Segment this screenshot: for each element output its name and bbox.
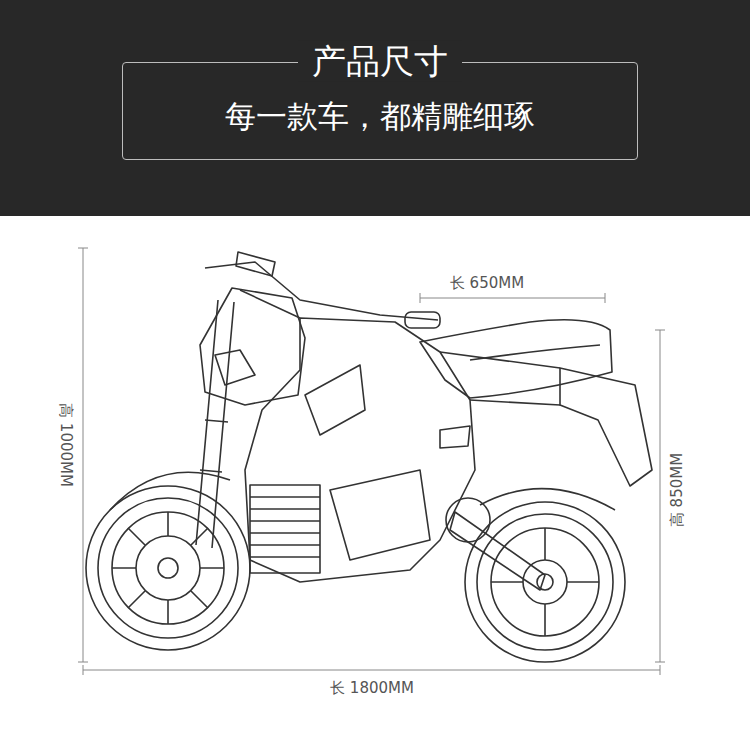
motorcycle-drawing (86, 252, 652, 662)
slogan-text: 每一款车，都精雕细琢 (123, 98, 637, 135)
dimension-label: 高 1000MM (57, 401, 75, 489)
dimension-label: 高 850MM (668, 451, 686, 529)
section-heading: 产品尺寸 (298, 41, 462, 82)
slogan-box: 产品尺寸每一款车，都精雕细琢 (122, 62, 638, 160)
dimension-lines (78, 248, 665, 675)
dimension-label: 长 650MM (448, 274, 526, 292)
dimension-label: 长 1800MM (328, 679, 416, 697)
